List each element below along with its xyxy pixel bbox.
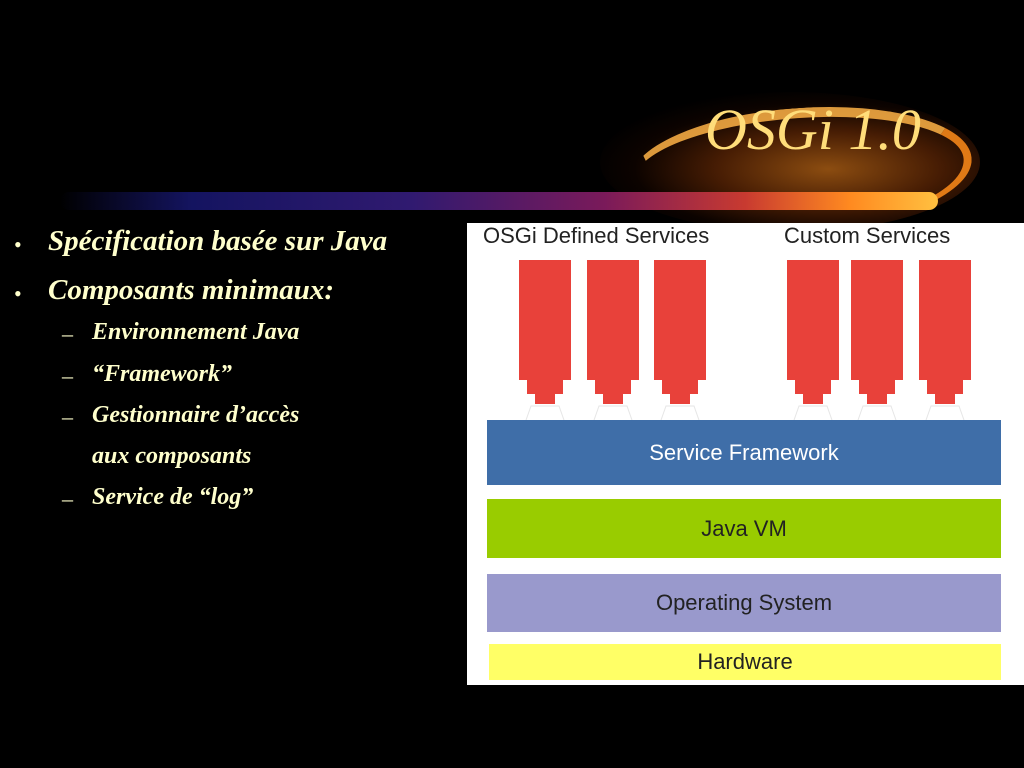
service-arrow-icon bbox=[654, 260, 706, 424]
osgi-defined-services-label: OSGi Defined Services bbox=[483, 223, 710, 248]
subbullet-item: Gestionnaire d’accès bbox=[92, 402, 300, 428]
subbullet-item: “Framework” bbox=[92, 361, 233, 387]
subbullet-marker: – bbox=[62, 486, 73, 511]
service-framework-layer: Service Framework bbox=[487, 420, 1001, 485]
subbullet-item: Service de “log” bbox=[92, 484, 254, 510]
bullet-item: Spécification basée sur Java bbox=[48, 225, 388, 257]
hardware-label: Hardware bbox=[697, 649, 793, 674]
bullet-item: Composants minimaux: bbox=[48, 274, 335, 306]
bullet-marker: • bbox=[14, 232, 22, 257]
subbullet-marker: – bbox=[62, 404, 73, 429]
subbullet-marker: – bbox=[62, 321, 73, 346]
operating-system-layer: Operating System bbox=[487, 574, 1001, 632]
java-vm-layer: Java VM bbox=[487, 499, 1001, 558]
slide-title: OSGi 1.0 bbox=[705, 97, 921, 162]
service-arrow-icon bbox=[787, 260, 839, 424]
operating-system-label: Operating System bbox=[655, 590, 833, 615]
service-arrow-icon bbox=[519, 260, 571, 424]
subbullet-marker: – bbox=[62, 363, 73, 388]
custom-services-label: Custom Services bbox=[784, 223, 951, 248]
service-framework-label: Service Framework bbox=[649, 439, 839, 465]
service-arrow-icon bbox=[851, 260, 903, 424]
subbullet-continuation: aux composants bbox=[92, 443, 252, 469]
subbullet-item: Environnement Java bbox=[92, 319, 300, 345]
bullet-marker: • bbox=[14, 281, 22, 306]
osgi-architecture-diagram: OSGi Defined Services Custom Services bbox=[467, 223, 1024, 685]
service-arrow-icon bbox=[919, 260, 971, 424]
hardware-layer: Hardware bbox=[489, 644, 1001, 680]
decorative-swoosh-trail bbox=[60, 192, 938, 210]
java-vm-label: Java VM bbox=[701, 515, 787, 541]
service-arrow-icon bbox=[587, 260, 639, 424]
